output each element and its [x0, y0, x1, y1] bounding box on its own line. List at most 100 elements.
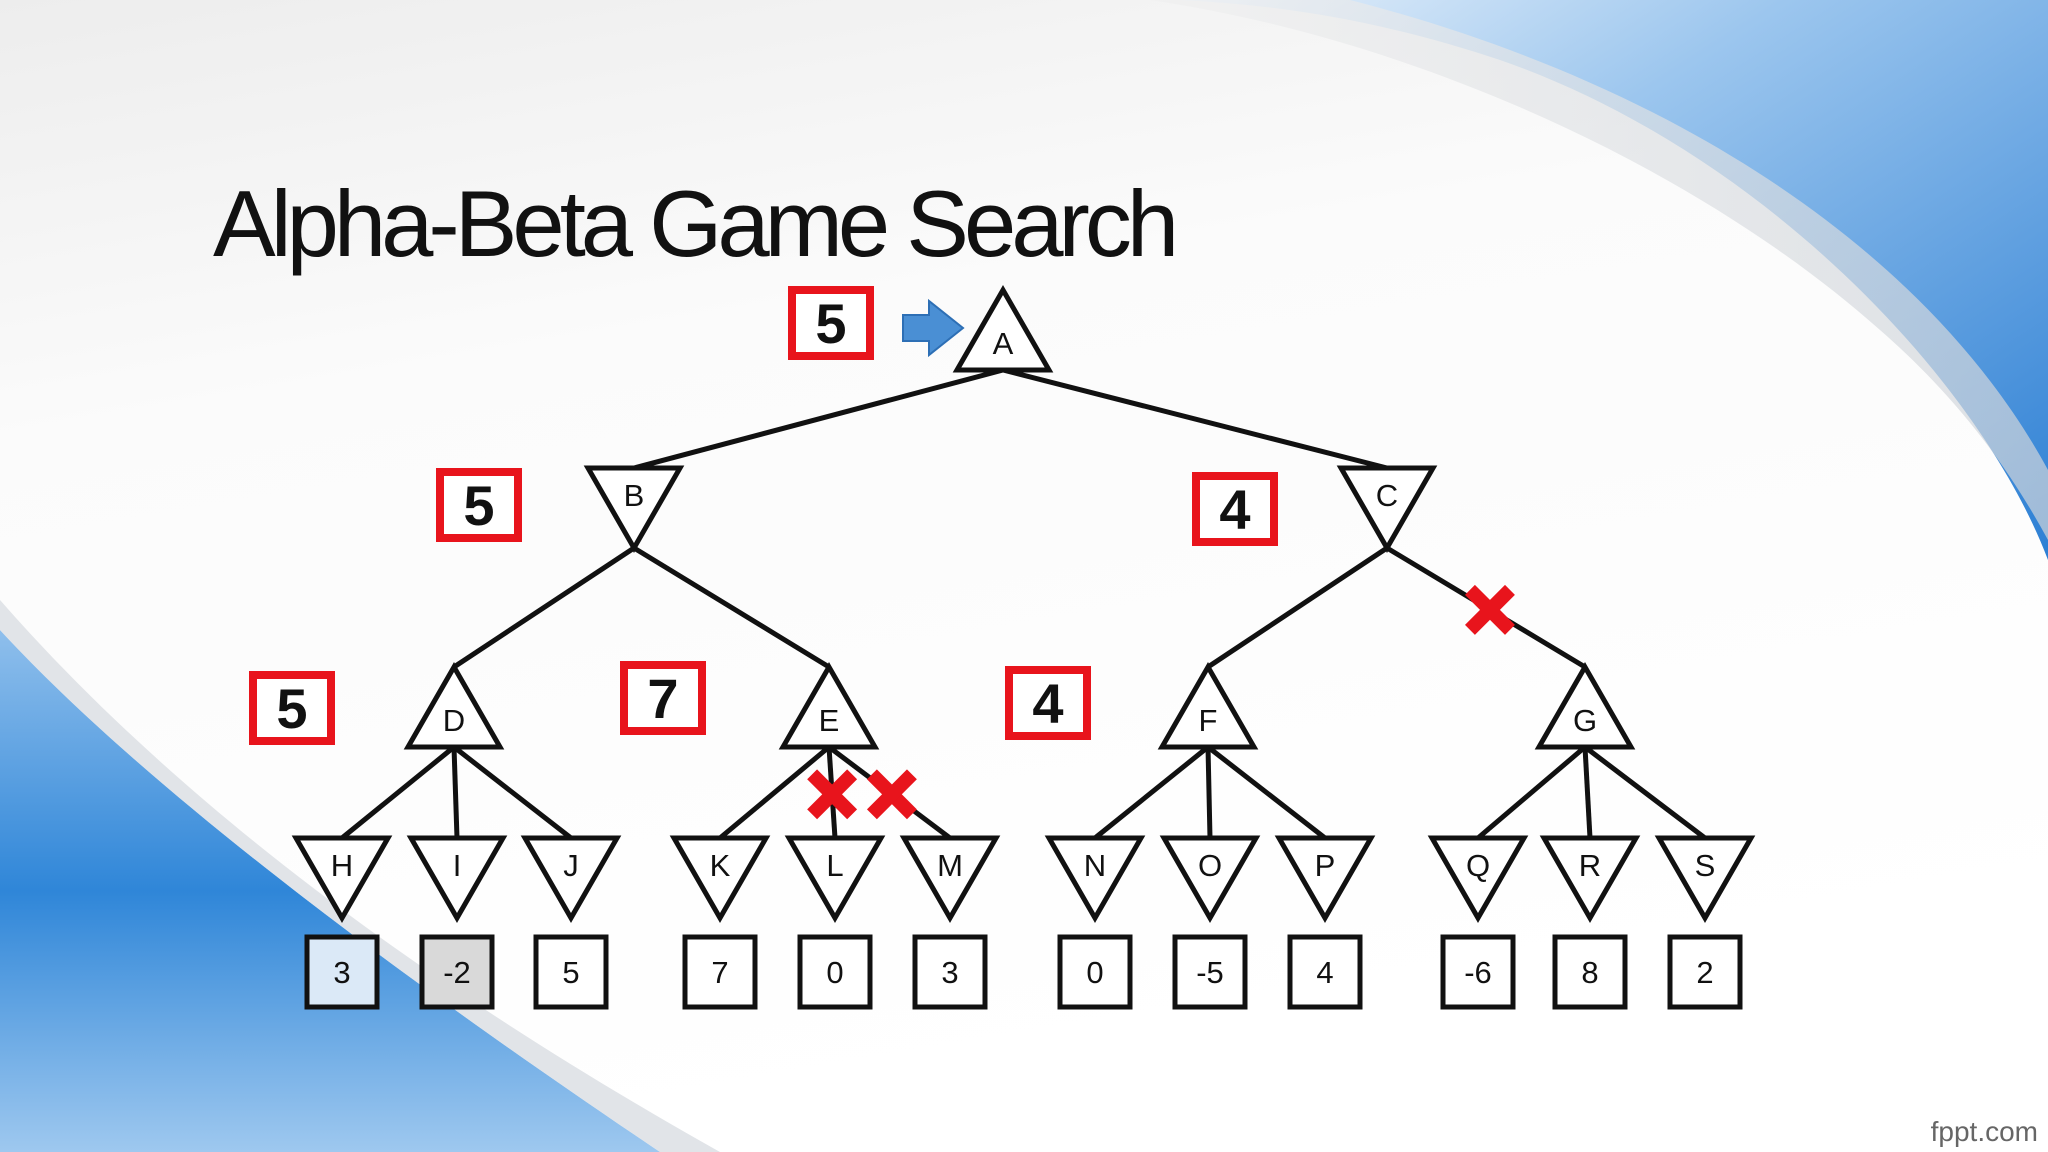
- min-node-triangle: [1274, 835, 1376, 924]
- leaf-value-i: -2: [419, 934, 495, 1010]
- edge-d-i: [451, 746, 460, 839]
- background-blue-swoosh-right: [1180, 0, 2048, 560]
- annotation-box: [620, 661, 706, 735]
- node-label: G: [1573, 703, 1597, 738]
- node-label: B: [624, 478, 645, 513]
- leaf-value-text: -6: [1464, 955, 1492, 990]
- leaf-box: [797, 934, 873, 1010]
- node-g: G: [1534, 661, 1636, 750]
- node-n: N: [1044, 835, 1146, 924]
- annotation-c: 4: [1192, 472, 1278, 546]
- min-node-triangle: [899, 835, 1001, 924]
- node-a: A: [952, 284, 1054, 373]
- max-node-triangle: [403, 661, 505, 750]
- node-s: S: [1654, 835, 1756, 924]
- min-node-triangle: [669, 835, 771, 924]
- node-label: I: [453, 848, 462, 883]
- node-label: O: [1198, 848, 1222, 883]
- annotation-d: 5: [249, 671, 335, 745]
- annotation-value: 5: [276, 677, 307, 740]
- node-label: P: [1315, 848, 1336, 883]
- value-annotations: 5 5 4 5 7 4: [249, 286, 1278, 745]
- node-label: F: [1199, 703, 1218, 738]
- annotation-value: 5: [815, 292, 846, 355]
- leaf-value-text: -5: [1196, 955, 1224, 990]
- node-label: S: [1695, 848, 1716, 883]
- node-e: E: [778, 661, 880, 750]
- leaf-box: [1440, 934, 1516, 1010]
- leaf-value-h: 3: [304, 934, 380, 1010]
- node-r: R: [1539, 835, 1641, 924]
- leaf-box: [1057, 934, 1133, 1010]
- background-blue-swoosh-left: [0, 630, 660, 1152]
- node-c: C: [1336, 465, 1438, 554]
- leaf-value-text: 3: [333, 955, 350, 990]
- min-node-triangle: [406, 835, 508, 924]
- node-j: J: [520, 835, 622, 924]
- node-label: D: [443, 703, 465, 738]
- footer-credit: fppt.com: [1930, 1116, 2038, 1147]
- node-label: C: [1376, 478, 1398, 513]
- node-f: F: [1157, 661, 1259, 750]
- node-label: M: [937, 848, 963, 883]
- edge-d-j: [452, 745, 573, 840]
- leaf-value-k: 7: [682, 934, 758, 1010]
- annotation-value: 4: [1219, 478, 1250, 541]
- leaf-value-text: 3: [941, 955, 958, 990]
- edge-g-s: [1583, 745, 1707, 840]
- node-m: M: [899, 835, 1001, 924]
- min-node-triangle: [1044, 835, 1146, 924]
- min-node-triangle: [1654, 835, 1756, 924]
- annotation-b: 5: [436, 468, 522, 542]
- background-grey-band: [1150, 0, 2048, 540]
- node-i: I: [406, 835, 508, 924]
- leaf-value-text: 0: [826, 955, 843, 990]
- edge-b-d: [452, 545, 636, 670]
- node-label: E: [819, 703, 840, 738]
- leaf-box: [1552, 934, 1628, 1010]
- edge-e-k: [718, 745, 831, 840]
- prune-x-icon: [807, 769, 858, 820]
- node-h: H: [291, 835, 393, 924]
- edge-c-f: [1206, 545, 1389, 670]
- leaf-value-text: 2: [1696, 955, 1713, 990]
- annotation-value: 4: [1032, 672, 1063, 735]
- edge-g-q: [1476, 745, 1587, 840]
- edge-f-p: [1206, 745, 1327, 840]
- max-node-triangle: [1157, 661, 1259, 750]
- node-label: K: [710, 848, 731, 883]
- edge-f-n: [1093, 745, 1210, 840]
- annotation-value: 7: [647, 667, 678, 730]
- leaf-value-o: -5: [1172, 934, 1248, 1010]
- annotation-box: [436, 468, 522, 542]
- min-node-triangle: [1427, 835, 1529, 924]
- annotation-box: [1005, 666, 1091, 740]
- leaf-value-text: 8: [1581, 955, 1598, 990]
- min-node-triangle: [583, 465, 685, 554]
- edge-b-e: [632, 545, 831, 670]
- edge-a-b: [633, 367, 1004, 471]
- node-q: Q: [1427, 835, 1529, 924]
- prune-marks: [807, 584, 1515, 820]
- leaf-value-text: 7: [711, 955, 728, 990]
- leaf-value-q: -6: [1440, 934, 1516, 1010]
- max-node-triangle: [1534, 661, 1636, 750]
- node-p: P: [1274, 835, 1376, 924]
- node-d: D: [403, 661, 505, 750]
- annotation-value: 5: [463, 474, 494, 537]
- node-label: A: [993, 326, 1014, 361]
- max-node-triangle: [778, 661, 880, 750]
- min-node-triangle: [1336, 465, 1438, 554]
- edge-f-o: [1205, 746, 1213, 839]
- annotation-f: 4: [1005, 666, 1091, 740]
- max-node-triangle: [952, 284, 1054, 373]
- leaf-box: [533, 934, 609, 1010]
- min-node-triangle: [291, 835, 393, 924]
- leaf-box: [682, 934, 758, 1010]
- node-o: O: [1159, 835, 1261, 924]
- annotation-a: 5: [788, 286, 965, 360]
- leaf-value-text: 0: [1086, 955, 1103, 990]
- min-node-triangle: [1539, 835, 1641, 924]
